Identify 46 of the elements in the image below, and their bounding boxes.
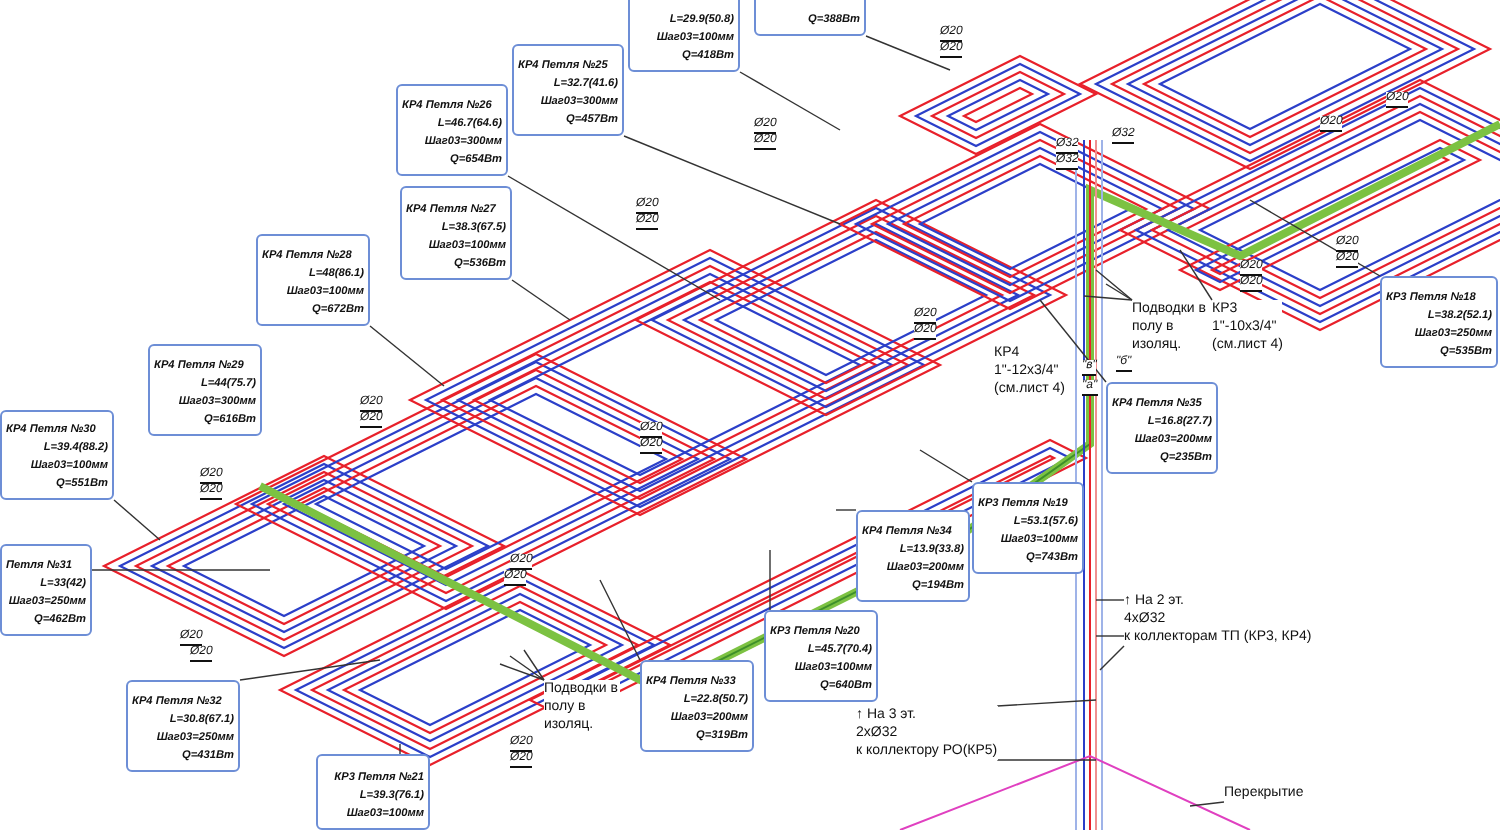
note-text [856, 706, 998, 760]
leader-line [369, 325, 445, 387]
leader-line [919, 449, 973, 483]
leader-line [835, 509, 857, 511]
leader-line [623, 135, 841, 225]
leader-line [399, 743, 401, 755]
leader-line [113, 499, 161, 541]
callout-box [400, 186, 512, 280]
leader-line [739, 71, 841, 131]
leader-line [769, 549, 771, 611]
leader-line [239, 659, 381, 681]
callout-box [316, 754, 430, 830]
leader-line [1105, 283, 1133, 301]
leader-line [599, 579, 641, 661]
callout-box [972, 482, 1084, 574]
callout-box [856, 510, 970, 602]
leader-line [865, 35, 951, 71]
leader-line [507, 175, 721, 301]
leader-line [1249, 199, 1381, 277]
callout-box [640, 660, 754, 752]
callout-box [1106, 382, 1218, 474]
callout-box [0, 410, 114, 500]
leader-line [511, 279, 571, 321]
callout-box [1380, 276, 1498, 368]
leader-line [523, 649, 545, 681]
note-text [1212, 300, 1283, 354]
leader-line [1095, 269, 1133, 301]
callout-box [0, 544, 92, 636]
leader-line [1189, 801, 1225, 807]
leader-line [1095, 635, 1125, 637]
callout-box [256, 234, 370, 326]
callout-box [396, 84, 508, 176]
leader-line [996, 699, 1097, 707]
leader-line [1099, 645, 1125, 671]
callout-box [512, 44, 624, 136]
callout-box [628, 0, 740, 72]
leader-line [509, 655, 545, 681]
leader-line [1039, 299, 1107, 383]
callout-box [126, 680, 240, 772]
note-text [1124, 592, 1312, 646]
callout-box [148, 344, 262, 436]
callout-box [764, 610, 878, 702]
leader-line [1095, 599, 1125, 601]
leader-line [996, 759, 1097, 761]
leader-line [499, 663, 545, 681]
leader-line [1083, 295, 1133, 301]
